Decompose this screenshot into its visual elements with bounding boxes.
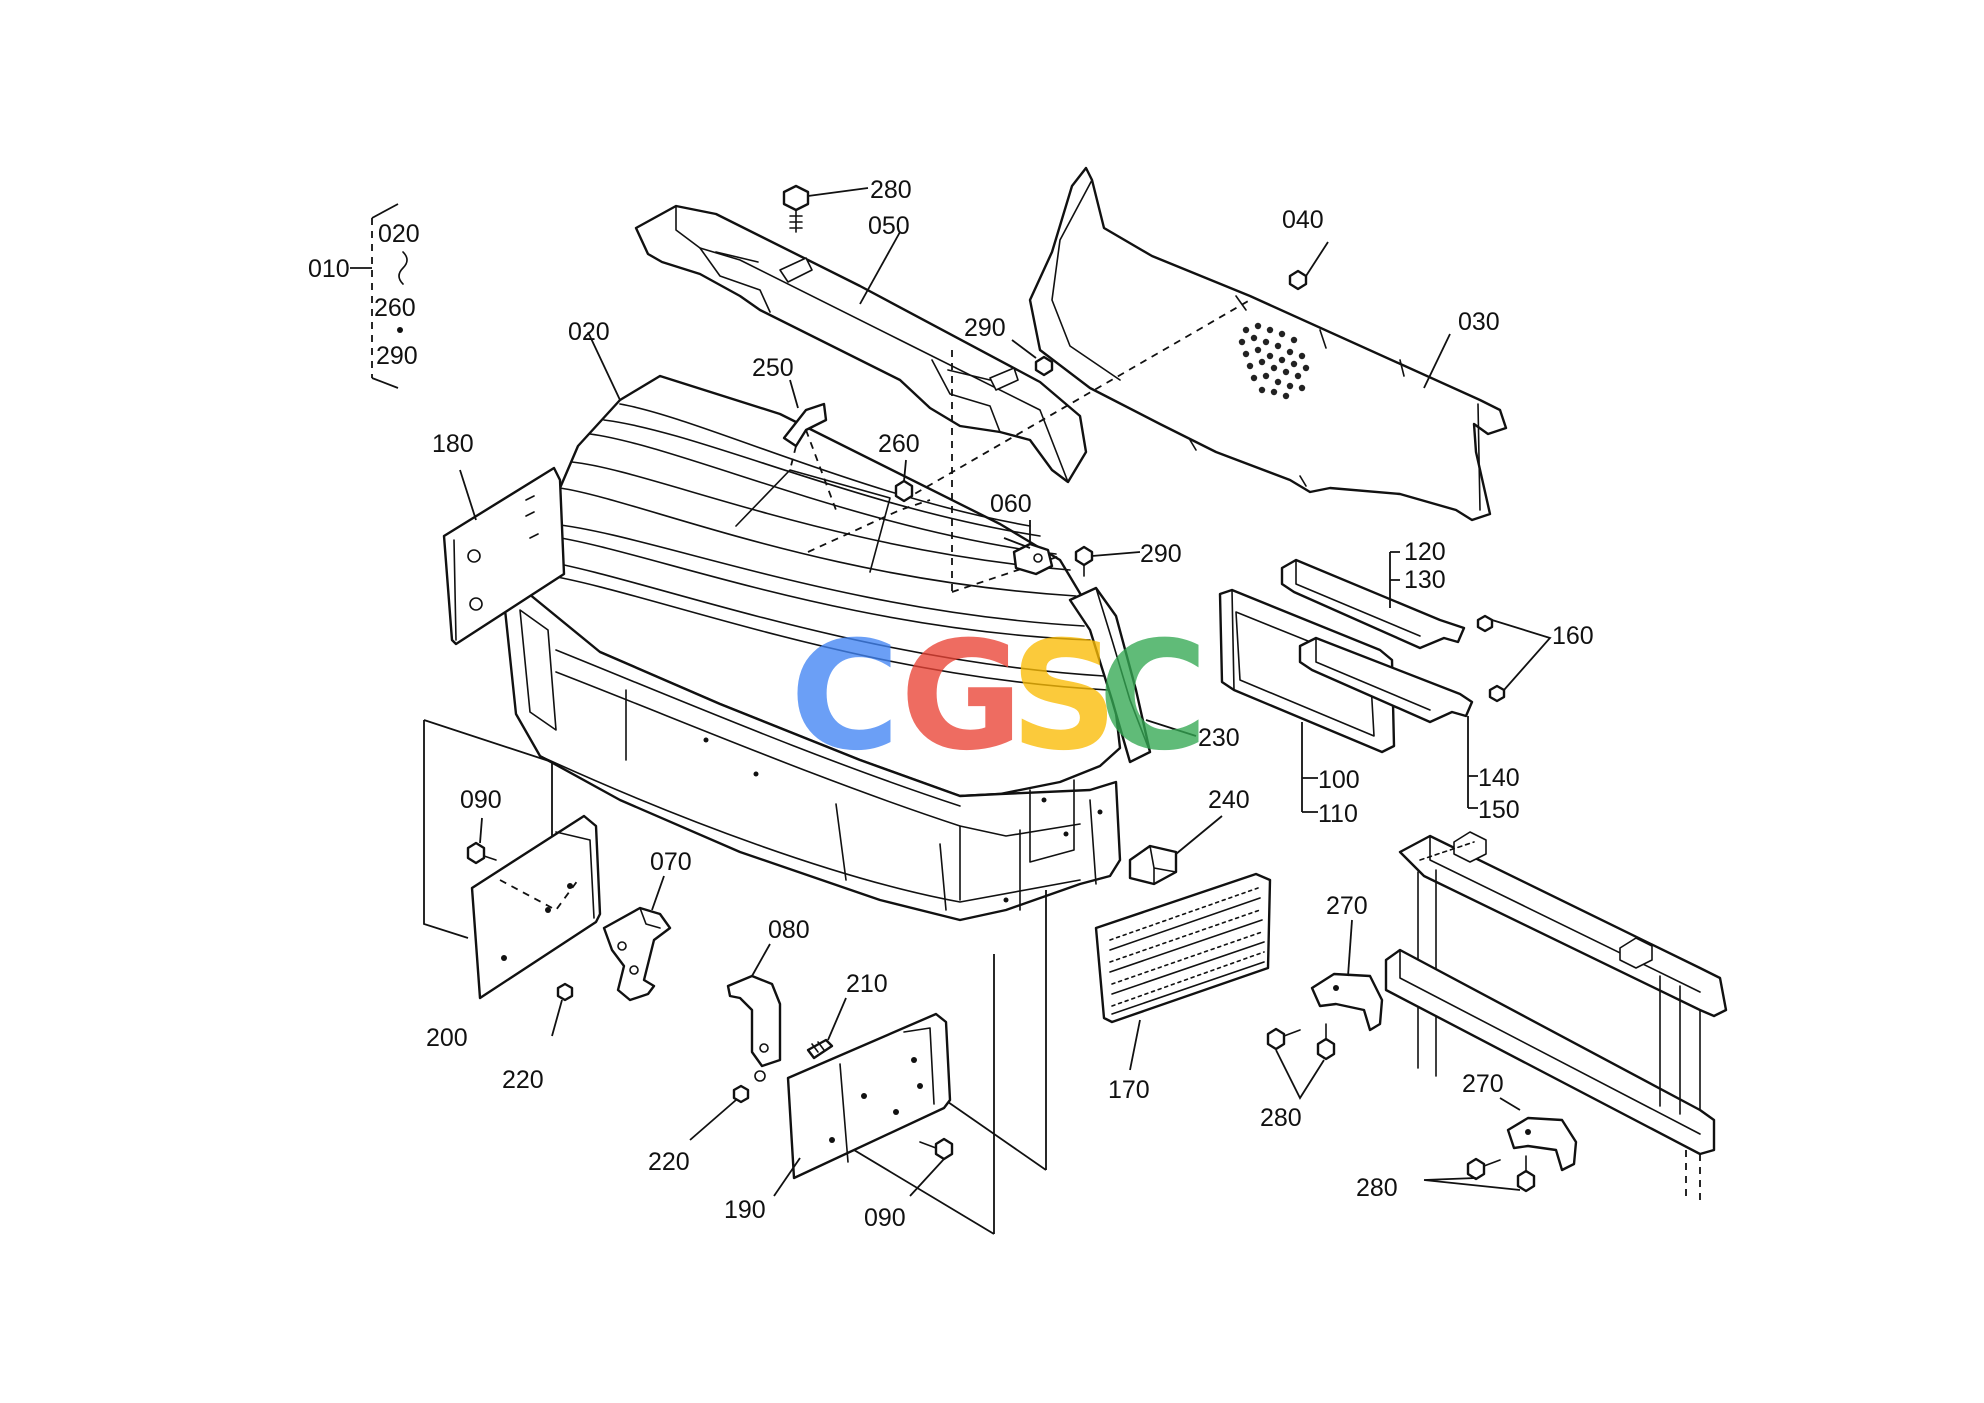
bolts-280-bot xyxy=(1423,1155,1536,1193)
callout-240: 240 xyxy=(1208,786,1250,814)
callout-260: 260 xyxy=(878,430,920,458)
bracket-140-150 xyxy=(1298,636,1478,809)
bracket-080 xyxy=(726,943,782,1082)
clip-060 xyxy=(1012,520,1054,576)
callout-020: 020 xyxy=(568,318,610,346)
grille-mesh xyxy=(1238,322,1310,400)
callout-060: 060 xyxy=(990,490,1032,518)
bracket-270-a xyxy=(1310,919,1384,1032)
callout-230: 230 xyxy=(1198,724,1240,752)
screw-040 xyxy=(1288,241,1329,291)
callout-190: 190 xyxy=(724,1196,766,1224)
side-panel-180 xyxy=(442,466,566,646)
callout-070: 070 xyxy=(650,848,692,876)
mounting-plate-190 xyxy=(773,1012,952,1197)
callout-160: 160 xyxy=(1552,622,1594,650)
callout-200: 200 xyxy=(426,1024,468,1052)
top-support-bar-050 xyxy=(634,204,1088,484)
watermark-letter-4: C xyxy=(1098,610,1208,784)
side-trim-230 xyxy=(1068,586,1197,764)
callout-090-b: 090 xyxy=(864,1204,906,1232)
front-grille-020 xyxy=(498,374,1122,922)
callout-090-a: 090 xyxy=(460,786,502,814)
part-240 xyxy=(1128,815,1223,886)
callout-140: 140 xyxy=(1478,764,1520,792)
callout-290-a: 290 xyxy=(964,314,1006,342)
bracket-120-130 xyxy=(1280,551,1466,650)
tilde-icon xyxy=(398,251,408,285)
screw-290-a xyxy=(1011,339,1054,377)
set-group-010: 010 020 260 290 xyxy=(308,203,420,389)
nut-260 xyxy=(894,459,914,503)
bolt-090-b xyxy=(909,1137,954,1197)
callout-220-b: 220 xyxy=(648,1148,690,1176)
callout-280-top: 280 xyxy=(870,176,912,204)
bullet-icon xyxy=(397,327,403,333)
callout-270-b: 270 xyxy=(1462,1070,1504,1098)
callout-labels: 280 050 040 030 020 250 290 260 180 060 … xyxy=(426,176,1594,1232)
callout-250: 250 xyxy=(752,354,794,382)
nut-220-a xyxy=(551,982,574,1037)
screw-290-b xyxy=(1074,545,1141,577)
part-250 xyxy=(782,379,837,511)
mounting-plate-200 xyxy=(423,719,602,1000)
bolts-280-mid xyxy=(1266,1023,1336,1100)
radiator-frame xyxy=(1384,831,1728,1200)
callout-100: 100 xyxy=(1318,766,1360,794)
callout-270-a: 270 xyxy=(1326,892,1368,920)
watermark-letter-1: C xyxy=(790,610,900,784)
callout-050: 050 xyxy=(868,212,910,240)
callout-080: 080 xyxy=(768,916,810,944)
nut-220-b xyxy=(689,1084,750,1141)
callout-280-mid: 280 xyxy=(1260,1104,1302,1132)
callout-280-bot: 280 xyxy=(1356,1174,1398,1202)
lower-grille-170 xyxy=(1094,872,1272,1071)
callout-120: 120 xyxy=(1404,538,1446,566)
callout-290-b: 290 xyxy=(1140,540,1182,568)
watermark-logo: C G S C xyxy=(790,610,1208,784)
frame-100-110 xyxy=(1218,588,1396,813)
watermark-letter-3: S xyxy=(1010,610,1118,784)
callout-130: 130 xyxy=(1404,566,1446,594)
leader-lines xyxy=(587,231,1451,549)
set-item-2: 260 xyxy=(374,294,416,322)
callout-150: 150 xyxy=(1478,796,1520,824)
callout-040: 040 xyxy=(1282,206,1324,234)
bracket-270-b xyxy=(1499,1097,1578,1172)
grille-back-panel-030 xyxy=(1028,166,1508,522)
bolt-090-a xyxy=(466,817,497,865)
bracket-070 xyxy=(602,875,672,1002)
callout-170: 170 xyxy=(1108,1076,1150,1104)
callout-180: 180 xyxy=(432,430,474,458)
watermark-letter-2: G xyxy=(900,610,1023,784)
screws-160 xyxy=(1476,614,1552,703)
set-bracket-ends xyxy=(371,203,399,389)
callout-210: 210 xyxy=(846,970,888,998)
bolt-280-top xyxy=(782,184,869,233)
part-210 xyxy=(806,997,847,1060)
callout-220-a: 220 xyxy=(502,1066,544,1094)
set-item-3: 290 xyxy=(376,342,418,370)
set-group-label: 010 xyxy=(308,255,350,283)
callout-030: 030 xyxy=(1458,308,1500,336)
set-item-1: 020 xyxy=(378,220,420,248)
callout-110: 110 xyxy=(1318,800,1358,828)
